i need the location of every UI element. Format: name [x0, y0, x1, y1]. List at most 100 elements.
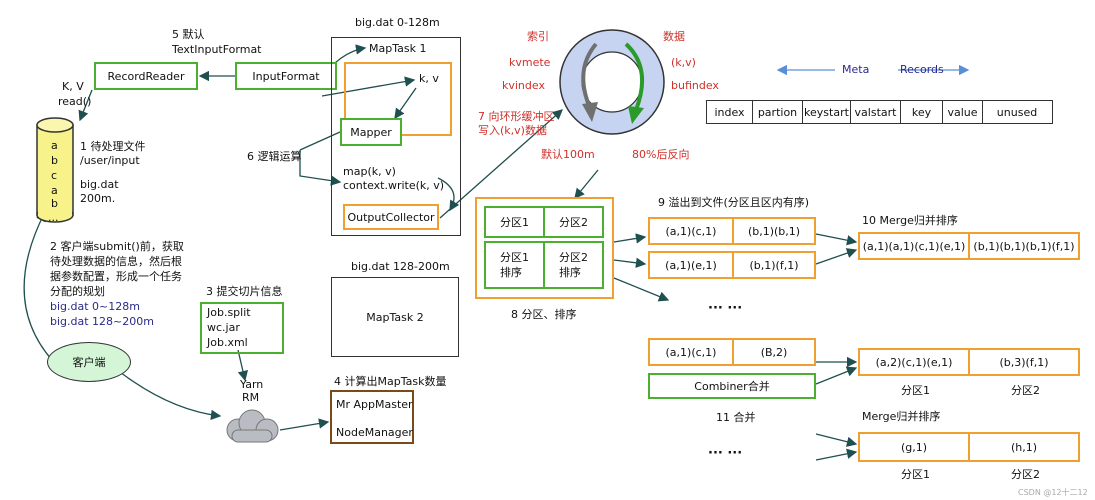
job-file: Job.split [207, 306, 251, 319]
split-range-1: big.dat 0~128m [50, 300, 140, 313]
merge-cell: (a,1)(a,1)(c,1)(e,1) [860, 234, 970, 258]
yarn-label: Yarn [240, 378, 264, 391]
file-letter: a [51, 139, 58, 152]
partition-sort-frame [475, 197, 614, 299]
commit-slices-label: 3 提交切片信息 [206, 285, 283, 298]
job-file: wc.jar [207, 321, 240, 334]
file-letter: ... [48, 211, 59, 224]
record-reader-box: RecordReader [94, 62, 198, 90]
spill-file-2: (a,1)(e,1) (b,1)(f,1) [648, 251, 816, 279]
reverse-threshold-label: 80%后反向 [632, 148, 690, 161]
bufindex-label: bufindex [671, 79, 719, 92]
file-letter: c [51, 169, 58, 182]
final-merge-cell: (g,1) [860, 434, 970, 460]
maptask2-range-label: big.dat 128-200m [351, 260, 450, 273]
appmaster-box: Mr AppMaster NodeManager [330, 390, 414, 444]
nodemanager-label: NodeManager [336, 426, 413, 439]
spill-title: 9 溢出到文件(分区且区内有序) [658, 196, 810, 209]
cloud-icon [226, 409, 279, 443]
combiner-cell: (a,1)(c,1) [650, 340, 734, 364]
file-letter: a [51, 184, 58, 197]
input-file-label: 1 待处理文件 [80, 140, 146, 153]
input-file-cylinder: a b c a b ... [36, 117, 74, 224]
partition-row: 分区1 分区2 [484, 206, 604, 238]
logic-step-label: 6 逻辑运算 [247, 150, 302, 163]
map-call-label: map(k, v) [343, 165, 396, 178]
appmaster-label: Mr AppMaster [336, 398, 413, 411]
combiner-result-cell: (b,3)(f,1) [999, 355, 1049, 369]
spill-cell: (b,1)(f,1) [749, 258, 799, 272]
mapper-box: Mapper [340, 118, 402, 146]
default-size-label: 默认100m [541, 148, 595, 161]
partition-cell: 分区2 [559, 216, 588, 229]
partition-1-label: 分区1 [901, 384, 930, 397]
merge-result: (a,1)(a,1)(c,1)(e,1) (b,1)(b,1)(b,1)(f,1… [858, 232, 1080, 260]
combiner-cell: (B,2) [760, 345, 788, 359]
meta-column: index [707, 101, 753, 123]
ring-write-label-2: 写入(k,v)数据 [478, 124, 547, 137]
meta-record-table: index partion keystart valstart key valu… [706, 100, 1053, 124]
input-format-box: InputFormat [235, 62, 337, 90]
map-input-kv: k, v [419, 72, 439, 85]
final-partition-2-label: 分区2 [1011, 468, 1040, 481]
combiner-result: (a,2)(c,1)(e,1) (b,3)(f,1) [858, 348, 1080, 376]
spill-cell: (a,1)(e,1) [650, 253, 734, 277]
rm-label: RM [242, 391, 260, 404]
meta-column: value [943, 101, 983, 123]
partition-sort-caption: 8 分区、排序 [511, 308, 577, 321]
read-label: read() [58, 95, 92, 108]
final-merge-title: Merge归并排序 [862, 410, 941, 423]
ring-write-label-1: 7 向环形缓冲区 [478, 110, 555, 123]
spill-ellipsis: ··· ··· [708, 301, 743, 316]
meta-column: valstart [851, 101, 901, 123]
job-file: Job.xml [207, 336, 248, 349]
meta-label: Meta [842, 63, 870, 76]
maptask1-frame [331, 37, 461, 236]
kv-label: K, V [62, 80, 84, 93]
split-range-2: big.dat 128~200m [50, 315, 154, 328]
combine-step-label: 11 合并 [716, 411, 756, 424]
default-step-label: 5 默认 [172, 28, 205, 41]
partition-cell: 分区1 [486, 208, 545, 236]
combiner-result-cell: (a,2)(c,1)(e,1) [860, 350, 970, 374]
meta-column: key [901, 101, 943, 123]
watermark: CSDN @12十二12 [1018, 488, 1088, 497]
maptask1-range-label: big.dat 0-128m [355, 16, 440, 29]
meta-column: unused [996, 105, 1038, 119]
partition-2-label: 分区2 [1011, 384, 1040, 397]
submit-note-3: 据参数配置，形成一个任务 [50, 270, 182, 283]
submit-note-4: 分配的规划 [50, 285, 105, 298]
input-file-name: big.dat [80, 178, 119, 191]
default-input-format-label: TextInputFormat [172, 43, 262, 56]
merge-cell: (b,1)(b,1)(b,1)(f,1) [973, 239, 1075, 253]
merge-title: 10 Merge归并排序 [862, 214, 958, 227]
meta-column: partion [753, 101, 803, 123]
combiner-box: Combiner合并 [648, 373, 816, 399]
kvmete-label: kvmete [509, 56, 551, 69]
context-write-label: context.write(k, v) [343, 179, 445, 192]
input-file-size: 200m. [80, 192, 116, 205]
output-collector-box: OutputCollector [343, 204, 439, 230]
sorted-partition-cell: 分区1 排序 [486, 243, 545, 287]
final-ellipsis: ··· ··· [708, 446, 743, 461]
data-label: 数据 [663, 30, 685, 43]
kvindex-label: kvindex [502, 79, 545, 92]
records-label: Records [900, 63, 944, 76]
file-letter: b [51, 154, 58, 167]
spill-cell: (a,1)(c,1) [650, 219, 734, 243]
ring-buffer-icon [559, 29, 665, 135]
index-label: 索引 [527, 30, 549, 43]
submit-note-1: 2 客户端submit()前，获取 [50, 240, 184, 253]
spill-cell: (b,1)(b,1) [747, 224, 801, 238]
client-node: 客户端 [47, 342, 131, 382]
maptask2-box: MapTask 2 [331, 277, 459, 357]
final-merge-result: (g,1) (h,1) [858, 432, 1080, 462]
maptask1-title: MapTask 1 [369, 42, 427, 55]
file-letter: b [51, 197, 58, 210]
input-file-path: /user/input [80, 154, 140, 167]
spill-file-1: (a,1)(c,1) (b,1)(b,1) [648, 217, 816, 245]
meta-column: keystart [803, 101, 851, 123]
job-files-box: Job.split wc.jar Job.xml [200, 302, 284, 354]
sorted-partition-row: 分区1 排序 分区2 排序 [484, 241, 604, 289]
